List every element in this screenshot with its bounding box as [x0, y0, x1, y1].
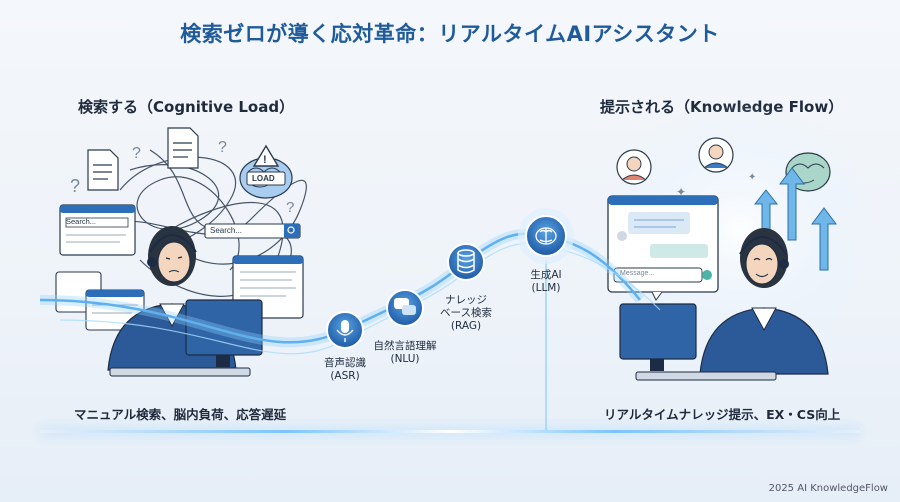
pipeline-label-nlu: 自然言語理解 (NLU) [373, 340, 437, 365]
left-heading: 検索する（Cognitive Load） [78, 98, 295, 116]
microphone-icon [341, 320, 349, 333]
pipeline-node-rag [447, 243, 485, 281]
question-mark: ? [70, 176, 80, 196]
footer-credit: 2025 AI KnowledgeFlow [768, 483, 888, 494]
pipeline-label-rag: ナレッジ ベース検索 (RAG) [440, 294, 492, 332]
pipeline-label-asr: 音声認識 (ASR) [324, 357, 366, 382]
question-mark: ? [286, 199, 294, 216]
monitor [109, 299, 263, 377]
customer-avatar [616, 149, 652, 185]
right-caption: リアルタイムナレッジ提示、EX・CS向上 [604, 407, 841, 422]
pipeline-label-llm: 生成AI (LLM) [530, 269, 562, 294]
message-input: Message... [620, 270, 655, 277]
question-mark: ? [132, 145, 141, 162]
document-icon [167, 127, 199, 169]
sparkle-icon: ✦ [748, 172, 756, 183]
search-bar [204, 223, 301, 239]
customer-avatar [698, 137, 734, 173]
browser-window [59, 204, 136, 256]
svg-text:!: ! [263, 154, 267, 166]
pipeline-node-llm [518, 208, 574, 264]
overloaded-brain-icon: ! [239, 144, 293, 199]
left-caption: マニュアル検索、脳内負荷、応答遅延 [74, 407, 287, 422]
brain-icon [535, 227, 557, 245]
question-mark: ? [218, 139, 227, 156]
monitor [619, 303, 777, 381]
search-placeholder: Search... [66, 217, 97, 226]
load-badge: LOAD [252, 174, 275, 183]
search-placeholder: Search... [210, 226, 243, 235]
sparkle-icon: ✦ [676, 185, 686, 199]
document-icon [87, 149, 119, 191]
base-glow-line [40, 430, 860, 433]
calm-operator [699, 228, 829, 375]
database-icon [457, 249, 475, 274]
growth-arrows [753, 167, 837, 271]
chat-window [607, 195, 719, 301]
pipeline-node-asr [326, 311, 364, 349]
page-title: 検索ゼロが導く応対革命：リアルタイムAIアシスタント [180, 22, 720, 46]
pipeline-node-nlu [386, 289, 424, 327]
